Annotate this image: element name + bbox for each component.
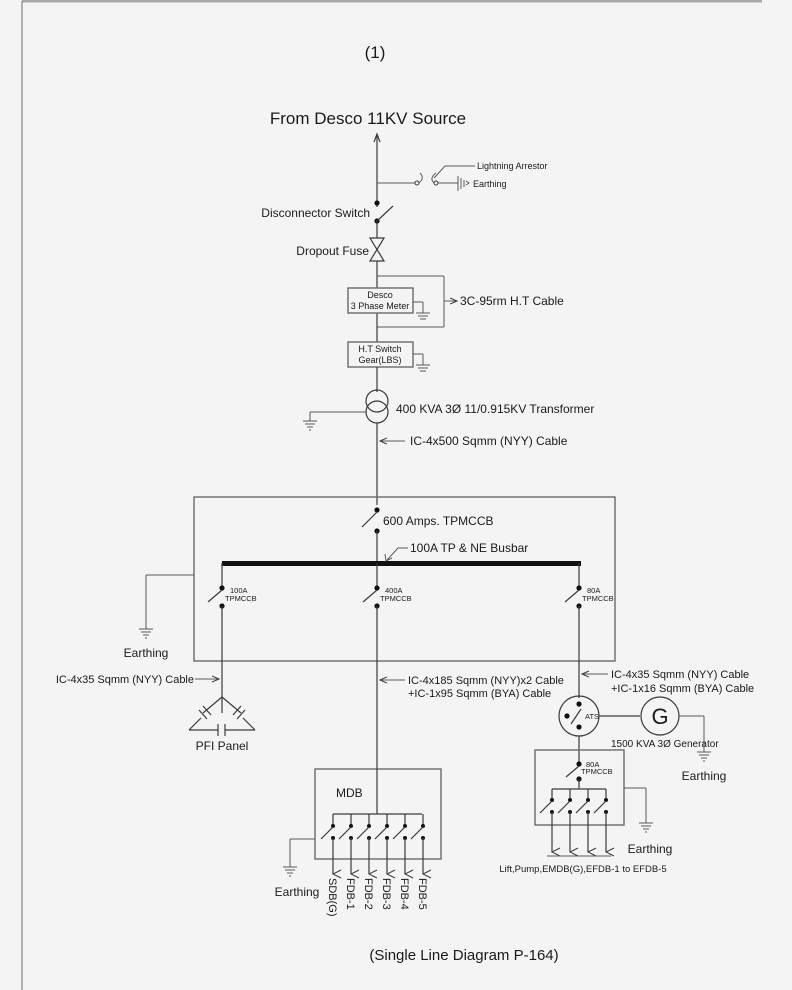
emergency-outgoing-switch: [539, 789, 554, 852]
mdb-cable-line1: IC-4x185 Sqmm (NYY)x2 Cable: [408, 675, 564, 687]
meter-box: [347, 287, 414, 314]
emergency-panel-earthing-label: Earthing: [628, 842, 673, 856]
pfi-capacitor-bank-icon: [188, 696, 256, 736]
mdb-output-label: FDB-1: [344, 878, 356, 910]
lightning-arrestor: [377, 165, 475, 186]
mdb-outgoing-switch: [338, 814, 353, 874]
disconnector-label: Disconnector Switch: [261, 206, 370, 220]
mdb-output-label: SDB(G): [326, 878, 338, 917]
mdb-outgoing-switch: [410, 814, 425, 874]
incoming-line: [373, 132, 381, 207]
busbar-pointer-head: [384, 553, 393, 562]
mdb-bus: [333, 768, 422, 815]
ht-switchgear-line1: H.T Switch: [358, 344, 401, 354]
mdb-outgoing-switch: [356, 814, 371, 874]
mdb-earth-icon: [283, 838, 315, 877]
mdb-outgoing-switches: [320, 814, 425, 874]
emergency-panel-earth-icon: [624, 787, 653, 833]
mdb-output-label: FDB-4: [398, 878, 410, 910]
page-number: (1): [365, 43, 386, 62]
feeder-2-type: TPMCCB: [380, 594, 412, 603]
ats-label: ATS: [585, 712, 599, 721]
feeder-3-type: TPMCCB: [582, 594, 614, 603]
transformer-icon: [303, 389, 389, 431]
emergency-breaker-type: TPMCCB: [581, 767, 613, 776]
main-breaker-label: 600 Amps. TPMCCB: [383, 514, 493, 528]
mdb-outgoing-labels: SDB(G) FDB-1 FDB-2 FDB-3 FDB-4 FDB-5: [326, 878, 428, 917]
busbar-pointer: [386, 547, 408, 561]
feeder-breaker-1: [207, 563, 225, 713]
emergency-outgoing-switch: [593, 789, 608, 852]
mdb-output-label: FDB-3: [380, 878, 392, 910]
main-breaker-icon: [361, 507, 380, 564]
feeder-breaker-3: [564, 563, 582, 698]
mdb-earthing-label: Earthing: [275, 885, 320, 899]
emergency-breaker-rating: 80A: [586, 760, 599, 769]
lightning-arrestor-label: Lightning Arrestor: [477, 161, 548, 171]
mdb-box: [314, 768, 442, 860]
emergency-breaker-icon: [552, 761, 606, 790]
feeder-breaker-2: [362, 563, 380, 768]
feeder-1-type: TPMCCB: [225, 594, 257, 603]
generator-earthing-label: Earthing: [682, 769, 727, 783]
main-cable-label: IC-4x500 Sqmm (NYY) Cable: [410, 434, 568, 448]
mdb-outgoing-switch: [392, 814, 407, 874]
dropout-fuse-label: Dropout Fuse: [296, 244, 369, 258]
mdb-outgoing-switch: [320, 814, 335, 874]
pfi-cable-label: IC-4x35 Sqmm (NYY) Cable: [56, 674, 194, 686]
panel-earth-icon: [139, 574, 194, 639]
emergency-outgoing-switches: [539, 789, 608, 852]
diagram-caption: (Single Line Diagram P-164): [369, 947, 558, 964]
arrestor-earth-icon: [457, 176, 470, 191]
mdb-output-label: FDB-5: [416, 878, 428, 910]
pfi-panel-label: PFI Panel: [196, 739, 249, 753]
mdb-cable-line2: +IC-1x95 Sqmm (BYA) Cable: [408, 688, 551, 700]
panel-earthing-label: Earthing: [124, 646, 169, 660]
disconnector-switch-icon: [374, 200, 394, 238]
generator-label: 1500 KVA 3Ø Generator: [611, 739, 719, 750]
emergency-outputs-label: Lift,Pump,EMDB(G),EFDB-1 to EFDB-5: [499, 864, 666, 875]
emergency-outgoing-switch: [575, 789, 590, 852]
emergency-cable-line2: +IC-1x16 Sqmm (BYA) Cable: [611, 683, 754, 695]
emergency-cable-line1: IC-4x35 Sqmm (NYY) Cable: [611, 669, 749, 681]
ht-cable-label: 3C-95rm H.T Cable: [460, 294, 564, 308]
source-label: From Desco 11KV Source: [270, 109, 466, 128]
feeder-3-rating: 80A: [587, 586, 600, 595]
feeder-2-rating: 400A: [385, 586, 403, 595]
ht-switchgear-line2: Gear(LBS): [358, 355, 401, 365]
busbar-label: 100A TP & NE Busbar: [410, 541, 528, 555]
meter-earth-icon: [413, 301, 430, 320]
meter-line2: 3 Phase Meter: [351, 301, 410, 311]
generator-symbol: G: [651, 704, 668, 729]
transformer-label: 400 KVA 3Ø 11/0.915KV Transformer: [396, 402, 594, 416]
generator-earth-icon: [679, 715, 711, 762]
busbar: [222, 561, 581, 566]
meter-line1: Desco: [367, 290, 393, 300]
dropout-fuse-icon: [368, 237, 386, 276]
mdb-output-label: FDB-2: [362, 878, 374, 910]
mdb-label: MDB: [336, 786, 363, 800]
emergency-outgoing-switch: [557, 789, 572, 852]
main-panel-box: [193, 496, 616, 662]
mdb-outgoing-switch: [374, 814, 389, 874]
feeder-1-rating: 100A: [230, 586, 248, 595]
arrestor-earthing-label: Earthing: [473, 179, 507, 189]
switchgear-earth-icon: [413, 353, 430, 372]
